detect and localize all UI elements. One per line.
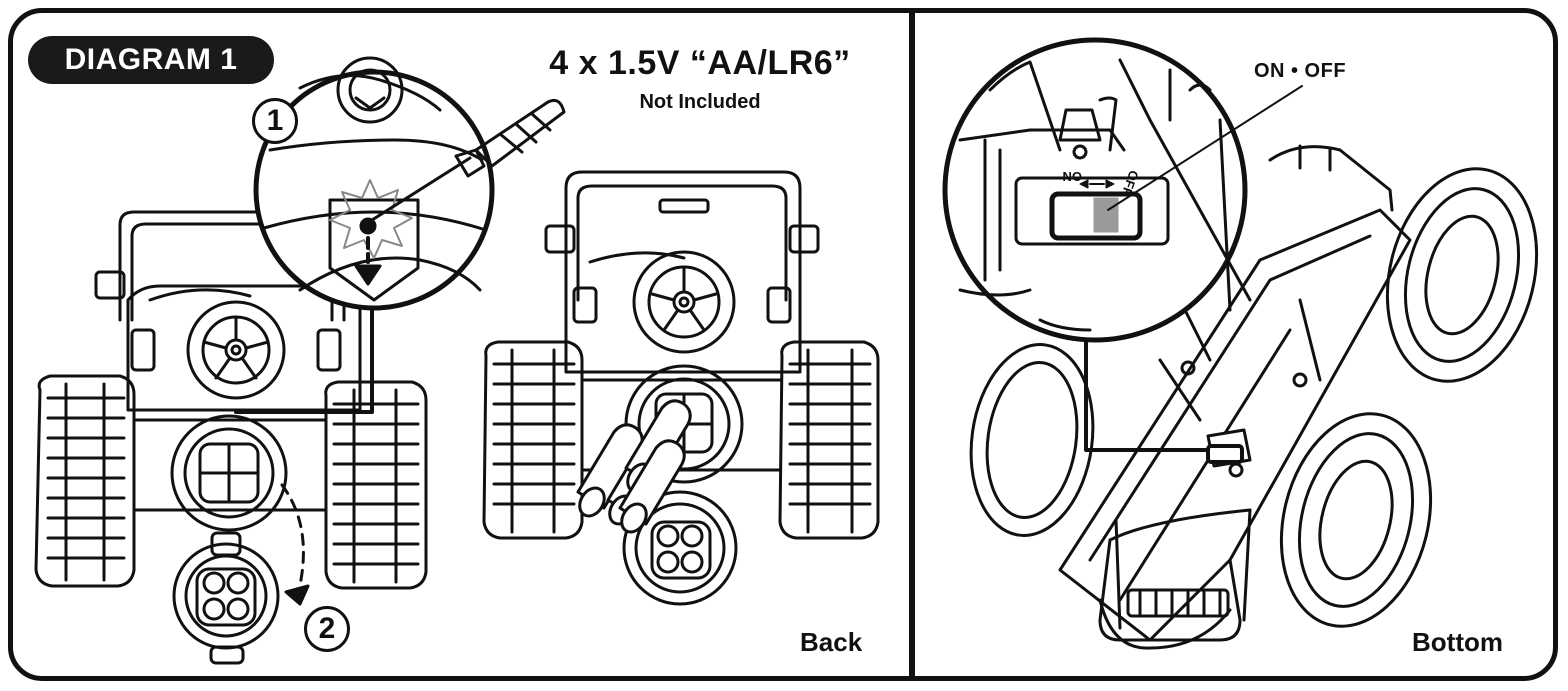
- diagram-frame: [8, 8, 1558, 681]
- step-one-badge: 1: [252, 98, 298, 144]
- diagram-label: DIAGRAM 1: [28, 36, 274, 84]
- switch-on-mark: ON: [1063, 169, 1083, 184]
- zoom-circle-screw: [253, 56, 566, 311]
- vehicle-back-illustration: [482, 170, 880, 606]
- battery-spec: 4 x 1.5V “AA/LR6”: [549, 44, 851, 82]
- step-two-badge: 2: [304, 606, 350, 652]
- zoom-circle-switch: [942, 37, 1303, 343]
- caption-bottom: Bottom: [1412, 627, 1503, 657]
- vehicle-left-illustration: [34, 210, 428, 665]
- caption-back: Back: [800, 627, 863, 657]
- panel-divider: [909, 10, 915, 680]
- switch-label: ON • OFF: [1253, 60, 1347, 82]
- battery-note: Not Included: [639, 91, 761, 113]
